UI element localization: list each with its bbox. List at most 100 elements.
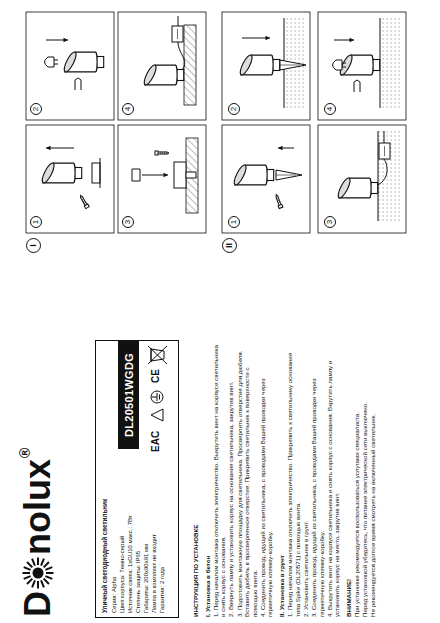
instruction-line: При установке рекомендуется воспользоват…: [353, 341, 361, 617]
drill: [132, 169, 140, 181]
instruction-line: Перед установкой убедитесь, что питание …: [361, 341, 369, 617]
step-number: 4: [122, 103, 134, 115]
step-number: 4: [324, 103, 336, 115]
step-drawing: [40, 146, 100, 209]
instruction-line: 2. Ввернуть лампу и установить корпус на…: [227, 341, 235, 617]
registered-mark: ®: [18, 448, 32, 458]
sun-ray: [46, 572, 54, 574]
spec-line: Степень защиты: IP65: [134, 455, 142, 613]
step-panel: [118, 125, 206, 233]
number-text: II: [225, 243, 234, 248]
instruction-line: 3. Подготовить монтажную площадку для св…: [236, 341, 259, 617]
sun-ray: [24, 567, 31, 570]
instruction-heading: ИНСТРУКЦИЯ ПО УСТАНОВКЕ: [192, 341, 200, 617]
cable: [384, 131, 385, 143]
sun-ray: [32, 580, 35, 587]
screwdriver: [75, 78, 81, 90]
sun-ray: [27, 579, 32, 584]
lamp-body: [336, 177, 378, 200]
number-text: 2: [32, 107, 40, 111]
drawing-stroke: [267, 170, 274, 181]
product-box: Уличный светодиодный светильникСерия: Al…: [95, 340, 179, 618]
drawing-stroke: [80, 195, 87, 206]
sun-ray: [27, 562, 32, 567]
ground: [380, 18, 402, 108]
cable: [178, 42, 185, 70]
step-number: 2: [30, 103, 42, 115]
drawing-stroke: [275, 194, 281, 205]
instruction-line: 1. Перед началом монтажа отключить элект…: [212, 341, 227, 617]
step-number: 3: [122, 216, 134, 228]
section-numeral: I: [26, 238, 41, 253]
sun-ray: [37, 581, 39, 589]
drawing-stroke: [83, 202, 86, 204]
screw: [79, 194, 89, 208]
screwdriver: [354, 80, 360, 92]
step-drawing: [336, 131, 402, 221]
number-text: 1: [230, 220, 238, 224]
drawing-stroke: [80, 196, 83, 198]
step-drawing: [45, 38, 104, 90]
ground-symbol: [152, 393, 160, 401]
step-drawing: [132, 138, 198, 213]
section-numeral: II: [222, 238, 237, 253]
instruction-line: 4. Выкрутить винт на корпусе светильника…: [326, 341, 341, 617]
sun-ray: [32, 559, 35, 566]
sun-ray: [23, 572, 31, 574]
ground: [378, 131, 402, 221]
number-text: 1: [32, 220, 40, 224]
cert-mark: EAC: [150, 431, 162, 452]
drawing-stroke: [158, 152, 169, 154]
sun-ray: [45, 567, 52, 570]
instruction-line: 4. Соединить провод, идущий из светильни…: [259, 341, 274, 617]
drawing-stroke: [177, 70, 184, 81]
spike: [276, 170, 302, 180]
concrete: [186, 138, 198, 213]
product-heading: Уличный светодиодный светильник: [101, 455, 109, 613]
number-text: 3: [124, 220, 132, 224]
sun-ray: [41, 559, 44, 566]
drawing-stroke: [75, 168, 82, 179]
logo-letter: D: [18, 591, 58, 617]
sun-ray: [37, 558, 39, 566]
drawing-stroke: [273, 60, 280, 71]
instruction-text: ИНСТРУКЦИЯ ПО УСТАНОВКЕI. Установка в бе…: [192, 341, 378, 617]
drawing-stroke: [81, 198, 84, 200]
drawing-stroke: [166, 152, 167, 155]
spec-line: Источник света: 1xGU10 макс.: 7Вт: [126, 455, 134, 613]
lamp-base: [92, 163, 100, 183]
instruction-heading: II. Установка в грунт: [278, 341, 286, 617]
arrow-head: [163, 173, 168, 177]
drawing-stroke: [142, 64, 158, 87]
drawing-stroke: [82, 200, 85, 202]
cable: [178, 16, 179, 26]
ground-line: [378, 131, 379, 221]
sunburst-mark: [21, 556, 55, 590]
junction-box: [172, 26, 183, 42]
drawing-stroke: [100, 158, 101, 188]
sun-ray: [24, 576, 31, 579]
step-number: 1: [228, 216, 240, 228]
arrow-head: [265, 36, 270, 40]
drawing-stroke: [276, 198, 279, 200]
lamp-body: [40, 162, 82, 185]
cable: [378, 159, 387, 185]
brand-logo: D nolux ®: [18, 448, 58, 617]
instruction-line: 1. Перед началом монтажа отключить элект…: [286, 341, 301, 617]
drawing-stroke: [277, 200, 280, 202]
waste-bin: [148, 346, 167, 364]
lamp-body: [62, 51, 104, 74]
drawing-stroke: [278, 202, 281, 204]
instruction-heading: ВНИМАНИЕ!: [345, 341, 353, 617]
step-panel: [26, 125, 114, 233]
drawing-stroke: [164, 152, 165, 155]
drawing-stroke: [336, 177, 352, 200]
spec-line: Гарантия: 2 года: [158, 455, 166, 613]
lamp-body: [338, 54, 380, 77]
instruction-line: Не рекомендуется долгое время смотреть н…: [369, 341, 377, 617]
sun-ray: [44, 579, 49, 584]
number-text: 2: [230, 107, 238, 111]
model-number: DL20501WGDG: [123, 353, 135, 437]
spec-line: Габариты: 200x90x91 мм: [142, 455, 150, 613]
